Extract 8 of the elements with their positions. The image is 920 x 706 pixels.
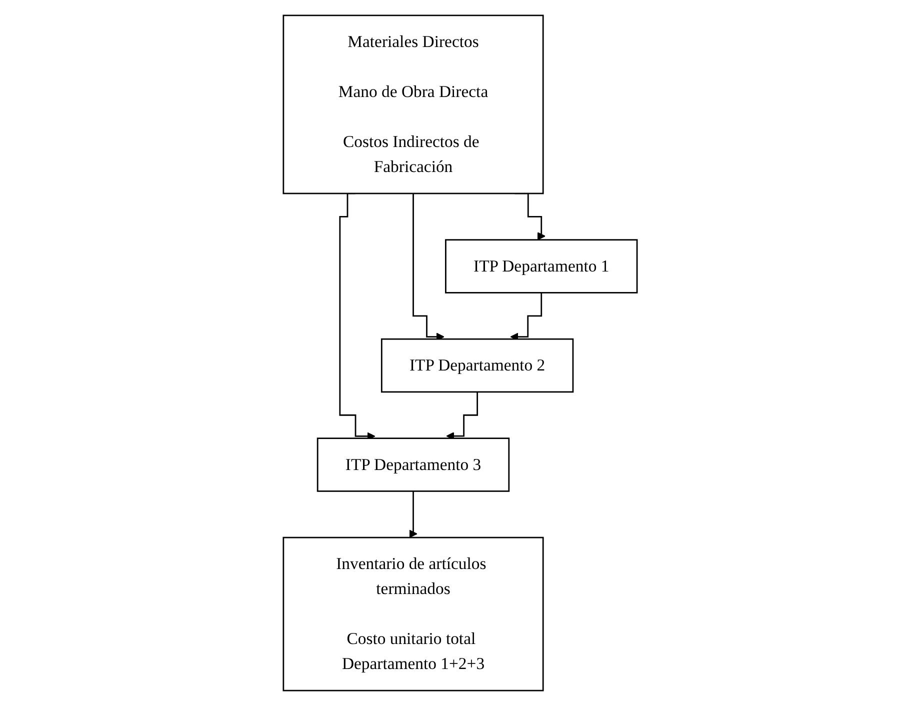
arrow [412, 192, 444, 341]
arrow [510, 292, 542, 341]
node-box: ITP Departamento 3 [316, 438, 510, 492]
node-box: Inventario de artículos terminados Costo unitario total Departamento 1+2+3 [282, 536, 544, 692]
node-box: ITP Departamento 2 [380, 338, 574, 393]
node-box: Materiales Directos Mano de Obra Directa Costos Indirectos de Fabricación [282, 14, 544, 194]
node-box: ITP Departamento 1 [444, 239, 638, 294]
arrow [408, 490, 418, 538]
